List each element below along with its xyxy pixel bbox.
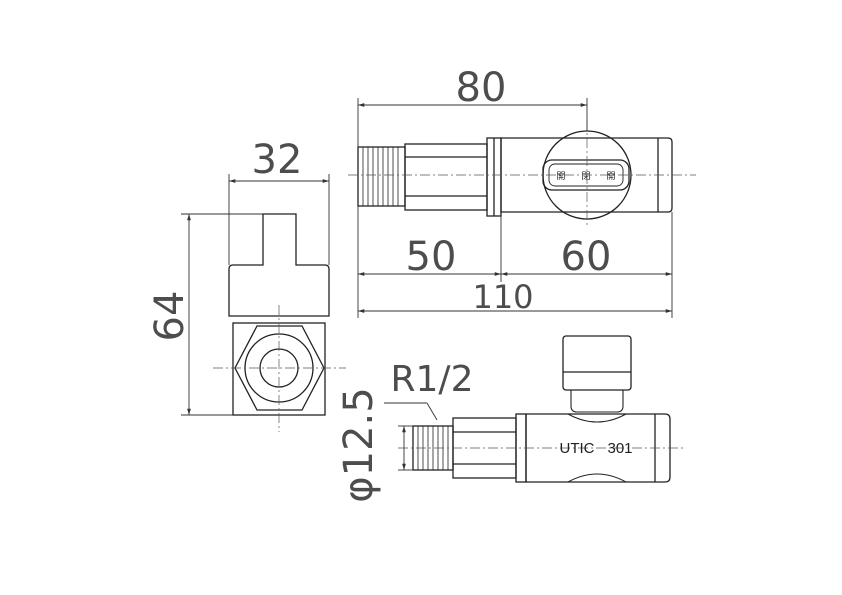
- top-dimensions: [357, 98, 673, 318]
- top-valve-body: [500, 137, 673, 213]
- handle-mark-open-right: 開: [606, 171, 615, 181]
- dim-64: 64: [147, 291, 193, 342]
- end-handle-top: [228, 213, 330, 317]
- dim-32: 32: [252, 137, 303, 183]
- front-dimensions: [384, 402, 438, 471]
- dim-80: 80: [456, 65, 507, 111]
- dim-110: 110: [472, 278, 533, 316]
- front-handle: [562, 335, 632, 391]
- top-hex-body: [404, 143, 488, 211]
- front-view: [412, 335, 671, 483]
- model-number: 301: [607, 440, 632, 457]
- thread-size: R1/2: [391, 359, 474, 400]
- pipe-diameter: φ12.5: [336, 387, 382, 502]
- handle-mark-open-left: 開: [556, 171, 565, 181]
- model-name: UTIC: [560, 440, 595, 457]
- handle-mark-close: 閉: [581, 171, 590, 181]
- handle-markings: 開 閉 開: [556, 171, 615, 181]
- front-valve-body: [525, 413, 671, 483]
- end-dimensions: [181, 174, 330, 416]
- dim-60: 60: [561, 234, 612, 280]
- dim-50: 50: [406, 234, 457, 280]
